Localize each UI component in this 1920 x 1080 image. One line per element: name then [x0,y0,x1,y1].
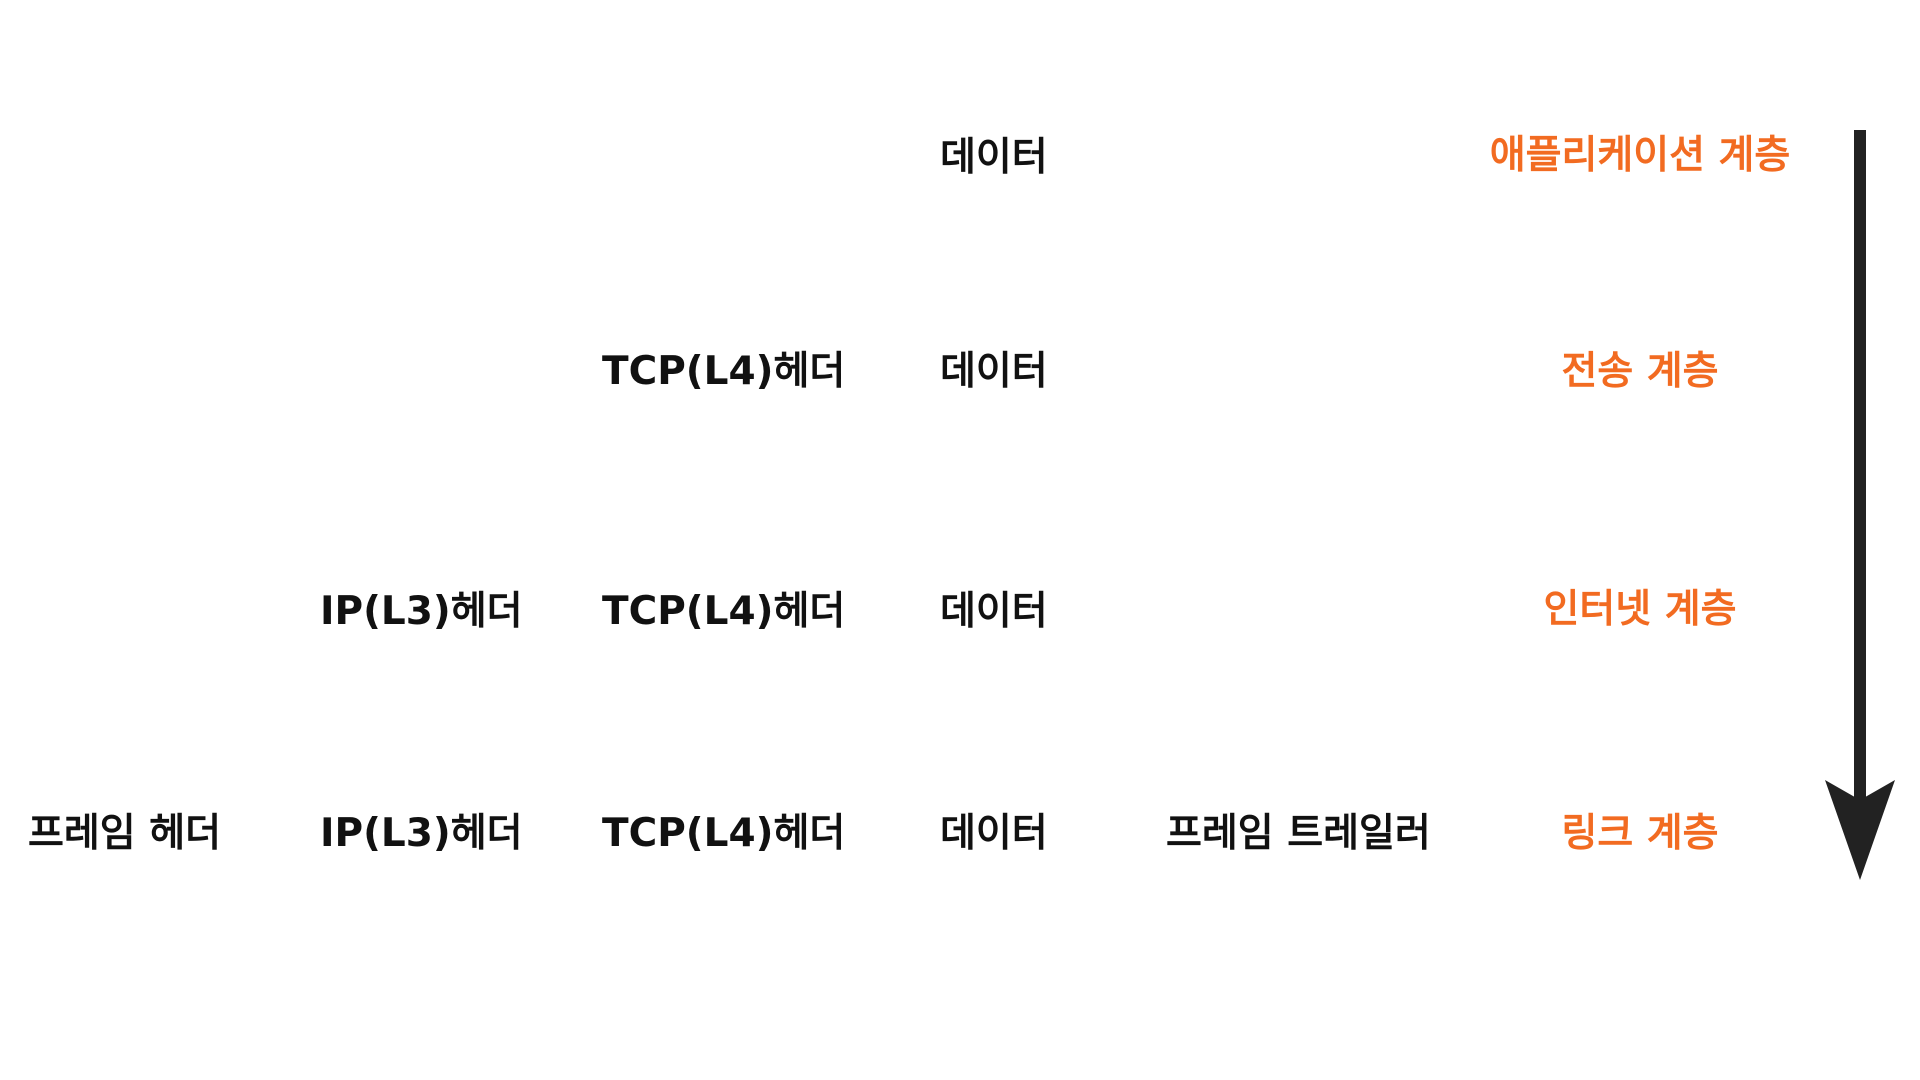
row3-tcp-header-cell: TCP(L4)헤더 [602,589,846,634]
row3-data-cell: 데이터 [940,589,1048,634]
application-layer-label: 애플리케이션 계층 [1489,133,1791,178]
down-arrow-icon [1825,130,1895,880]
row4-frame-trailer-cell: 프레임 트레일러 [1166,811,1431,856]
row4-frame-header-cell: 프레임 헤더 [28,811,221,856]
link-layer-label: 링크 계층 [1561,811,1719,856]
row3-ip-header-cell: IP(L3)헤더 [320,589,523,634]
row4-data-cell: 데이터 [940,811,1048,856]
row4-tcp-header-cell: TCP(L4)헤더 [602,811,846,856]
arrow-shaft [1854,130,1866,810]
transport-layer-label: 전송 계층 [1561,349,1719,394]
row2-tcp-header-cell: TCP(L4)헤더 [602,349,846,394]
row1-data-cell: 데이터 [940,135,1048,180]
row2-data-cell: 데이터 [940,349,1048,394]
arrow-head [1825,780,1895,880]
internet-layer-label: 인터넷 계층 [1543,587,1737,632]
row4-ip-header-cell: IP(L3)헤더 [320,811,523,856]
